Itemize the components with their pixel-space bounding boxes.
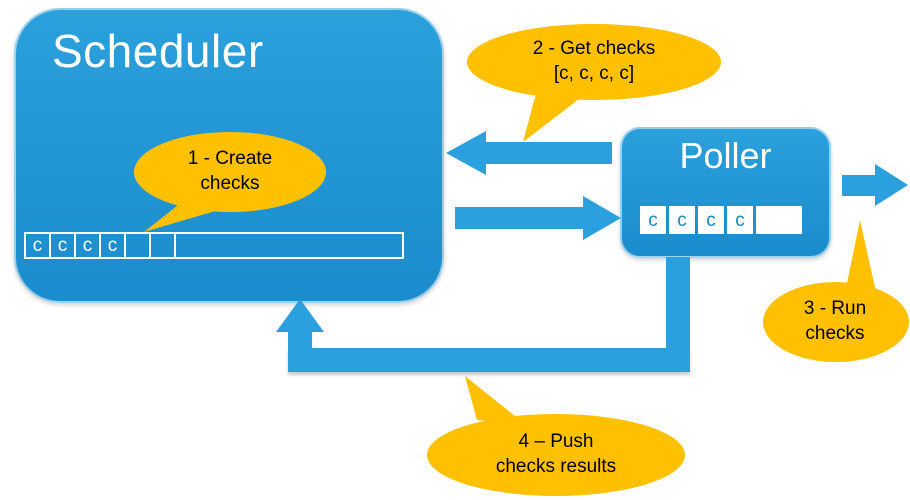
poller-queue-cell: c (669, 206, 695, 234)
push-results-arrow-horizontal-segment (288, 348, 690, 372)
callout-run-checks-label: 3 - Run checks (803, 298, 867, 344)
speech-bubble-shape (427, 376, 685, 496)
scheduler-box: Scheduler c c c c (14, 8, 444, 303)
callout-get-checks: 2 - Get checks [c, c, c, c] (465, 22, 723, 147)
send-checks-arrow-head (583, 196, 621, 240)
callout-run-checks: 3 - Run checks (760, 212, 910, 364)
poller-queue-cell (756, 206, 802, 234)
poller-queue: c c c c (640, 206, 802, 234)
push-results-arrow-head (276, 299, 324, 332)
run-checks-arrow-head (875, 164, 908, 206)
poller-queue-cell: c (727, 206, 753, 234)
scheduler-queue-cell (174, 232, 404, 259)
callout-create-checks: 1 - Create checks (130, 130, 330, 242)
poller-queue-cell: c (698, 206, 724, 234)
scheduler-title: Scheduler (52, 25, 264, 77)
scheduler-queue-cell: c (49, 232, 76, 259)
poller-title: Poller (679, 135, 772, 176)
get-checks-arrow-shaft (486, 142, 612, 164)
speech-bubble-shape (467, 24, 721, 142)
scheduler-queue-cell: c (99, 232, 126, 259)
callout-create-checks-label: 1 - Create checks (187, 148, 273, 194)
callout-get-checks-label: 2 - Get checks [c, c, c, c] (532, 38, 656, 84)
callout-push-results-label: 4 – Push checks results (495, 431, 617, 477)
callout-push-results: 4 – Push checks results (425, 372, 687, 498)
poller-queue-cell: c (640, 206, 666, 234)
speech-bubble-shape (763, 220, 909, 362)
scheduler-queue-cell: c (24, 232, 51, 259)
speech-bubble-shape (134, 132, 326, 232)
get-checks-arrow-head (446, 131, 486, 175)
send-checks-arrow-shaft (455, 207, 583, 229)
poller-box: Poller c c c c (620, 127, 831, 258)
scheduler-queue-cell: c (74, 232, 101, 259)
run-checks-arrow-shaft (842, 175, 875, 196)
push-results-arrow-up-segment (288, 331, 312, 351)
scheduler-queue: c c c c (24, 232, 404, 259)
